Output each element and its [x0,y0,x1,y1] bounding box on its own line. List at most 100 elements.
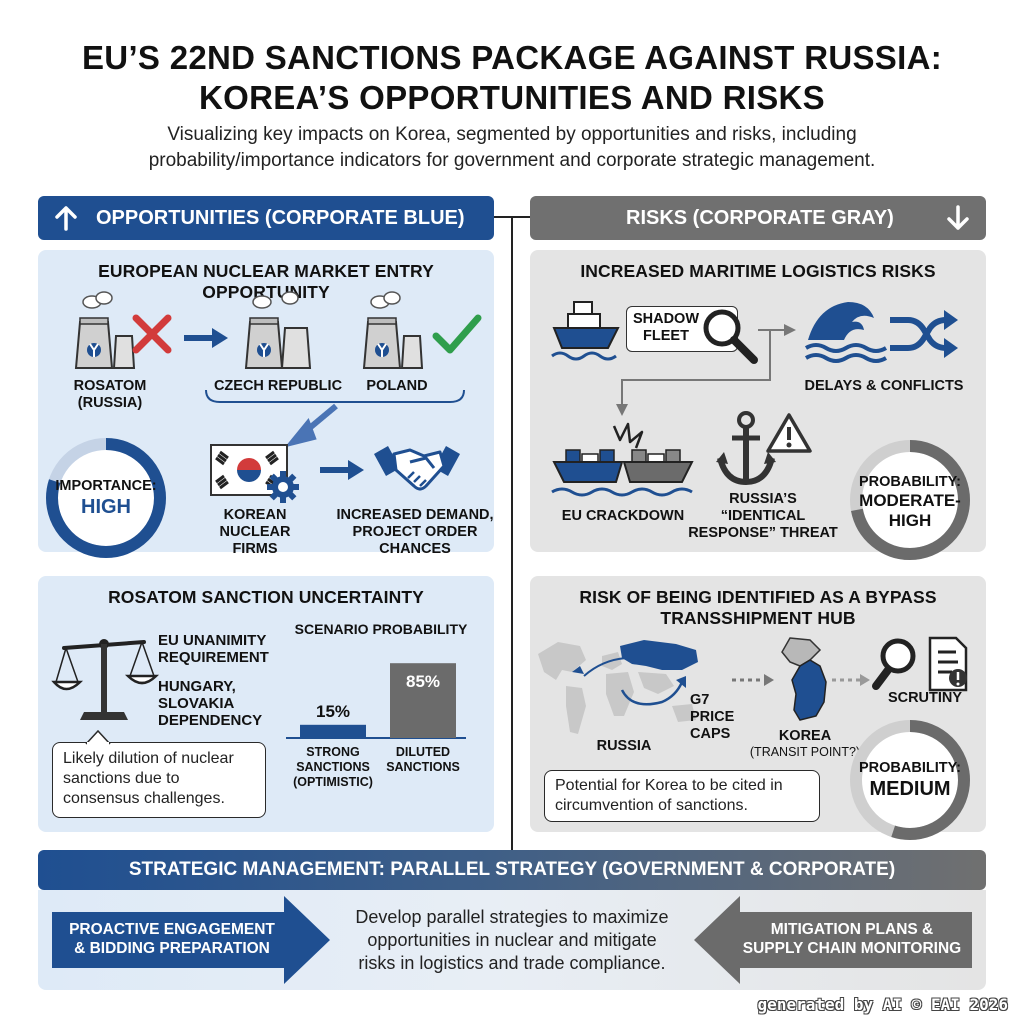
green-check-icon [432,314,482,354]
proactive-engagement-label: PROACTIVE ENGAGEMENT & BIDDING PREPARATI… [56,920,288,958]
shadow-fleet-line-1: SHADOW [632,311,700,327]
rosatom-callout-line-2: sanctions due to [63,770,180,787]
opportunities-header: OPPORTUNITIES (CORPORATE BLUE) [38,196,494,240]
bypass-probability-text: PROBABILITY: MEDIUM [848,760,972,801]
page-title-line-2: KOREA’S OPPORTUNITIES AND RISKS [199,79,825,116]
delays-conflicts-label: DELAYS & CONFLICTS [804,378,964,394]
footer-credit: generated by AI © EAI 2026 [757,995,1008,1014]
world-map-icon [538,640,698,734]
proactive-arrow-shape [52,896,330,984]
gear-icon [267,471,299,503]
demand-label: INCREASED DEMAND, PROJECT ORDER CHANCES [332,507,498,558]
chart-category-label-1-line-1: STRONG [306,745,359,759]
rosatom-label: ROSATOM (RUSSIA) [60,378,160,412]
demand-line-2: PROJECT ORDER [352,524,478,540]
proactive-line-2: & BIDDING PREPARATION [74,940,270,957]
rosatom-label-line-1: ROSATOM [73,378,147,394]
korean-firms-line-2: NUCLEAR FIRMS [219,524,291,557]
hungary-label: HUNGARY, SLOVAKIA DEPENDENCY [158,678,262,729]
scrutiny-label: SCRUTINY [887,690,963,706]
callout-pointer [85,729,111,745]
strategy-header-label: STRATEGIC MANAGEMENT: PARALLEL STRATEGY … [128,859,896,880]
chart-category-label-1-line-2: SANCTIONS [296,760,370,774]
ships-collision-icon [551,422,694,497]
proactive-line-1: PROACTIVE ENGAGEMENT [69,921,275,938]
identical-response-line-1: RUSSIA’S [729,491,797,507]
bypass-callout-line-1: Potential for Korea to be cited in [555,777,783,794]
g7-line-3: CAPS [690,726,731,742]
poland-plant-icon [362,291,424,369]
bypass-probability-label: PROBABILITY: [858,760,962,776]
chart-bar-1 [300,724,366,738]
chart-category-label-2-line-1: DILUTED [396,745,450,759]
hungary-line-2: SLOVAKIA [158,695,235,712]
transit-point-label: (TRANSIT POINT?) [749,745,861,759]
chart-value-label-2: 85% [406,672,440,691]
subtitle-line-1: Visualizing key impacts on Korea, segmen… [167,124,857,145]
identical-response-line-2: “IDENTICAL [720,508,806,524]
strategy-description: Develop parallel strategies to maximize … [334,906,690,975]
opportunities-header-label: OPPORTUNITIES (CORPORATE BLUE) [96,206,465,229]
korean-firms-line-1: KOREAN [223,507,287,523]
strategy-header: STRATEGIC MANAGEMENT: PARALLEL STRATEGY … [38,850,986,890]
rosatom-label-line-2: (RUSSIA) [77,395,143,411]
scales-icon [51,639,160,720]
arrow-down-icon [947,205,969,230]
strategy-description-line-3: risks in logistics and trade compliance. [358,953,666,973]
czech-label: CZECH REPUBLIC [213,378,343,394]
rosatom-plant-icon [74,291,136,369]
chart-category-label-1-line-3: (OPTIMISTIC) [293,775,373,789]
eu-unanimity-label: EU UNANIMITY REQUIREMENT [158,632,269,666]
czech-plant-icon [244,291,312,369]
scrutiny-icon [872,636,968,692]
eu-unanimity-line-1: EU UNANIMITY [158,632,267,649]
shadow-fleet-line-2: FLEET [643,328,689,344]
handshake-icon [374,446,460,491]
subtitle-line-2: probability/importance indicators for go… [148,150,876,171]
rosatom-uncertainty-title: ROSATOM SANCTION UNCERTAINTY [108,587,424,607]
hungary-line-3: DEPENDENCY [158,712,263,729]
korea-map-icon [781,637,827,721]
poland-label: POLAND [366,378,428,394]
eu-unanimity-line-2: REQUIREMENT [158,649,269,666]
identical-response-line-3: RESPONSE” THREAT [688,525,838,541]
strategy-description-line-2: opportunities in nuclear and mitigate [367,930,657,950]
maritime-probability-ring [850,440,970,560]
g7-label: G7 PRICE CAPS [690,692,734,743]
importance-text: IMPORTANCE: HIGH [44,478,168,519]
maritime-probability-value-1: MODERATE- [859,491,961,510]
chart-title: SCENARIO PROBABILITY [294,621,468,637]
demand-line-1: INCREASED DEMAND, [336,507,494,523]
rosatom-callout: Likely dilution of nuclear sanctions due… [52,742,266,818]
importance-ring [46,438,166,558]
g7-line-2: PRICE [690,709,735,725]
mitigation-plans-label: MITIGATION PLANS & SUPPLY CHAIN MONITORI… [736,920,968,958]
bypass-probability-value: MEDIUM [869,778,951,800]
demand-line-3: CHANCES [379,541,451,557]
maritime-probability-value-2: HIGH [888,511,932,530]
tanker-ship-icon [551,301,620,361]
chart-value-label-1: 15% [316,702,350,721]
korean-firms-label: KOREAN NUCLEAR FIRMS [196,507,314,558]
bypass-callout-line-2: circumvention of sanctions. [555,797,748,814]
bypass-callout: Potential for Korea to be cited in circu… [544,770,820,822]
maritime-probability-text: PROBABILITY: MODERATE- HIGH [848,474,972,531]
risks-header-label: RISKS (CORPORATE GRAY) [626,206,894,229]
bypass-hub-title-line-2: TRANSSHIPMENT HUB [660,608,856,628]
russia-label: RUSSIA [596,738,652,754]
bypass-hub-title: RISK OF BEING IDENTIFIED AS A BYPASS TRA… [530,587,986,629]
red-x-icon [132,314,172,354]
korea-label: KOREA [778,728,832,744]
anchor-icon [716,411,776,486]
shuffle-icon [890,310,958,358]
bypass-hub-title-line-1: RISK OF BEING IDENTIFIED AS A BYPASS [579,587,937,607]
g7-line-1: G7 [690,692,710,708]
maritime-probability-label: PROBABILITY: [858,474,962,490]
identical-response-label: RUSSIA’S “IDENTICAL RESPONSE” THREAT [680,491,846,542]
importance-value: HIGH [81,496,131,518]
hungary-line-1: HUNGARY, [158,678,236,695]
maritime-risk-title: INCREASED MARITIME LOGISTICS RISKS [580,261,936,281]
arrow-right-icon [184,328,228,348]
magnifier-icon [703,309,758,364]
